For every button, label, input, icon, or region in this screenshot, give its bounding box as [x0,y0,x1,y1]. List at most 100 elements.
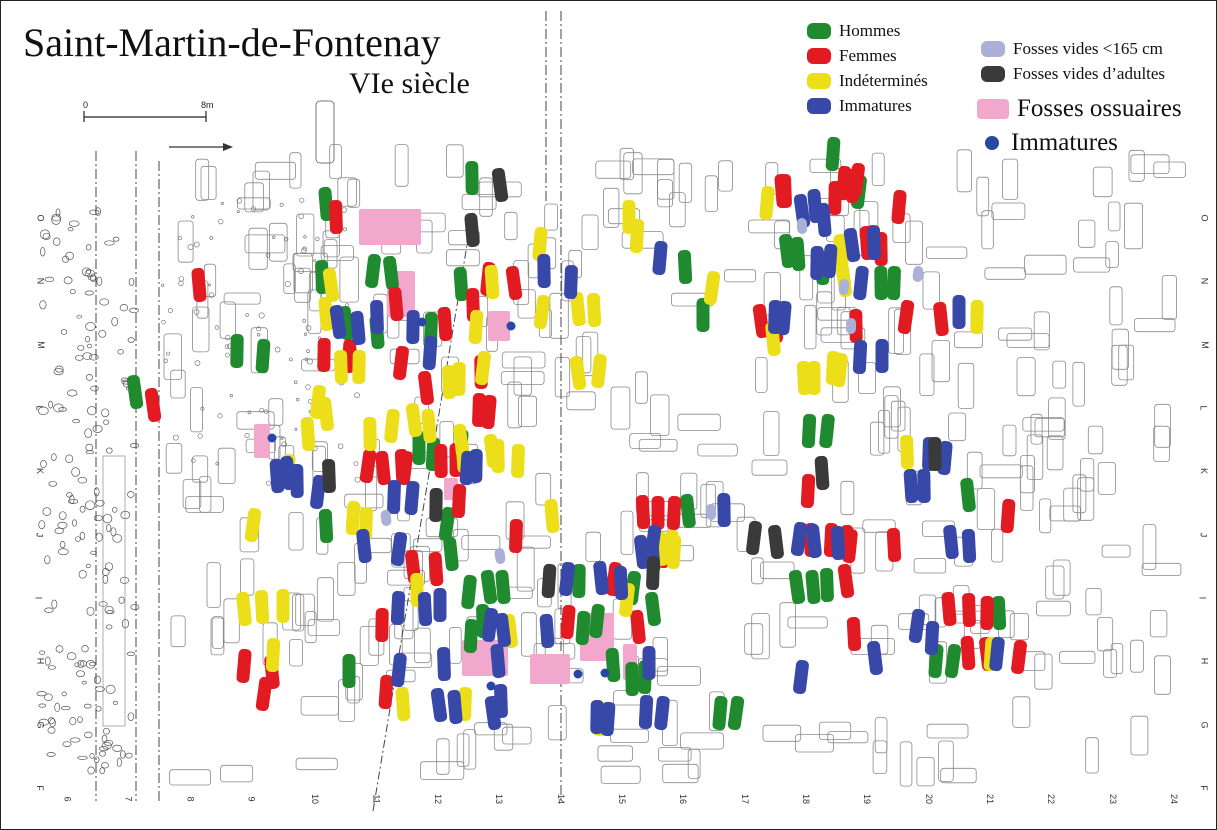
grid-row-label-left: H [35,658,46,665]
pit-mark [265,253,271,258]
pit-mark [65,454,74,464]
grave-femmes [960,635,976,671]
grave-hommes [463,618,479,654]
legend-item-femmes: Femmes [807,46,897,66]
ossuary-pit [530,654,570,684]
grave-immatures [867,640,883,676]
grave-hommes [465,160,479,196]
pit-mark [40,247,46,257]
grave-outline [295,213,315,257]
grave-outline [315,100,335,164]
grave-outline [493,723,514,751]
pit-mark [126,651,136,656]
grave-indet [300,416,316,452]
ossuary-pit [359,209,421,245]
grave-outline [337,177,357,207]
grave-outline [629,432,662,449]
pit-mark [69,494,75,504]
legend-label: Immatures [839,96,912,115]
grave-outline [862,519,896,533]
grave-outline [872,740,888,775]
grave-outline [998,327,1033,341]
pit-mark [119,304,129,312]
grave-femmes [317,337,331,373]
grave-immatures [852,339,868,375]
grid-column-label: 23 [1107,793,1118,805]
grid-column-label: 9 [246,796,257,802]
grave-immatures [943,524,959,560]
grave-immatures [387,479,401,515]
grave-vides165 [380,510,392,526]
grave-immatures [638,694,654,730]
grave-outline [751,613,770,660]
pit-mark [281,441,288,448]
grave-outline [1101,544,1131,558]
grave-indet [832,352,848,388]
grave-outline [926,723,969,739]
grave-outline [595,160,632,179]
pit-mark [59,541,66,549]
legend-item-fosses-vides-165: Fosses vides <165 cm [981,39,1163,59]
grave-outline [597,745,634,762]
grave-outline [940,767,977,784]
grave-femmes [635,494,651,530]
pit-mark [44,656,51,666]
grave-outline [779,602,796,648]
grave-femmes [837,563,855,599]
pit-mark [272,235,276,240]
pit-mark [47,726,56,734]
pit-mark [279,202,284,207]
pit-mark [177,236,182,241]
grave-outline [931,339,951,383]
grave-outline [748,219,791,234]
pit-mark [87,343,92,349]
colored-graves-layer [126,136,1027,737]
pit-mark [76,314,83,319]
grave-hommes [680,493,696,529]
grave-immatures [717,492,731,528]
grid-row-label-right: F [1198,785,1209,791]
pit-mark [217,413,223,419]
grave-outline [870,421,885,456]
grave-indet [484,264,500,300]
immature-dot [600,668,610,678]
grave-immatures [776,300,792,336]
grave-outline [413,538,443,552]
grave-outline [871,152,885,187]
grave-outline [1130,639,1144,673]
grave-outline [1012,696,1031,728]
grave-immatures [537,253,551,289]
pit-mark [102,513,113,524]
grid-column-label: 13 [494,793,505,805]
grave-hommes [696,298,710,332]
pit-mark [229,394,233,398]
pit-mark [42,232,51,241]
grave-immatures [807,188,823,224]
grave-immatures [391,652,407,688]
pit-mark [57,521,68,529]
pit-mark [85,336,91,343]
pit-mark [104,605,114,615]
grave-indet [318,296,334,332]
pit-mark [71,467,80,477]
pit-mark [84,428,93,439]
grave-outline [620,510,634,555]
grave-immatures [917,468,931,504]
grave-outline [394,144,409,187]
pit-mark [127,337,135,343]
pit-mark [52,237,61,246]
immatures-swatch [807,98,831,114]
grave-outline [677,413,721,431]
grave-immatures [482,607,498,643]
grave-outline [979,464,1023,479]
grave-hommes [589,603,605,639]
grave-outline [1092,166,1113,198]
grave-outline [916,757,935,787]
pit-mark [71,519,78,527]
pit-mark [121,618,129,629]
pit-mark [63,276,73,285]
pit-mark [95,705,102,712]
grave-femmes [846,616,862,652]
grave-indet [807,361,821,395]
grave-outline [762,724,802,742]
